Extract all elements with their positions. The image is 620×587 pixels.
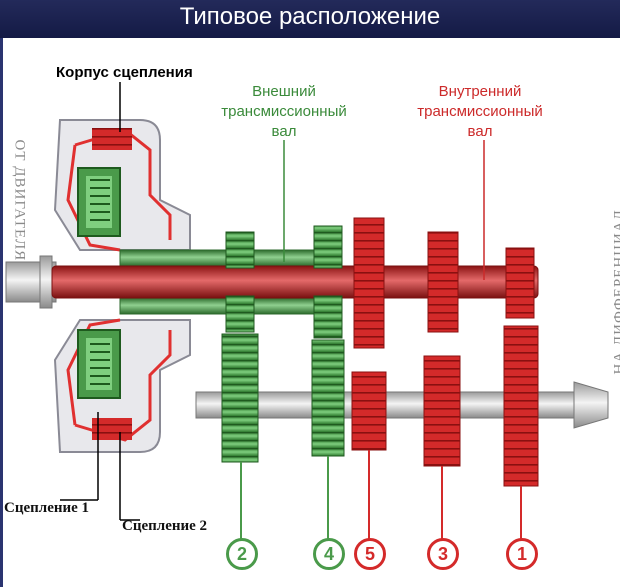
- gear-badge-1: 1: [506, 538, 538, 570]
- gear-badge-5: 5: [354, 538, 386, 570]
- header-bar: Типовое расположение: [0, 0, 620, 38]
- leader-lines: [60, 82, 522, 540]
- clutch-pack-upper: [77, 167, 121, 237]
- gear-upper-2b: [225, 295, 255, 333]
- gear-upper-1: [505, 247, 535, 319]
- page-title: Типовое расположение: [179, 3, 441, 30]
- label-inner-shaft-line2: трансмиссионный: [417, 103, 543, 120]
- gear-upper-3: [427, 231, 459, 333]
- gear-badge-2: 2: [226, 538, 258, 570]
- gear-upper-4b: [313, 295, 343, 339]
- gear-lower-2: [221, 333, 259, 463]
- label-inner-shaft-line1: Внутренний: [438, 83, 522, 100]
- label-clutch-2: Сцепление 2: [122, 518, 208, 534]
- gear-badge-3: 3: [427, 538, 459, 570]
- diagram-frame: [0, 38, 620, 587]
- label-outer-shaft-line1: Внешний: [252, 83, 316, 100]
- gear-upper-5: [353, 217, 385, 349]
- label-outer-shaft: Внешний трансмиссионный вал: [204, 82, 364, 142]
- label-from-engine: ОТ ДВИГАТЕЛЯ: [11, 139, 28, 262]
- gear-lower-5: [351, 371, 387, 451]
- label-inner-shaft: Внутренний трансмиссионный вал: [400, 82, 560, 142]
- engine-input-shaft: [5, 255, 57, 309]
- clutch-pack-lower: [77, 329, 121, 399]
- gear-lower-4: [311, 339, 345, 457]
- gear-upper-2: [225, 231, 255, 269]
- gear-badge-4: 4: [313, 538, 345, 570]
- inner-shaft: [51, 265, 539, 299]
- label-outer-shaft-line2: трансмиссионный: [221, 103, 347, 120]
- gear-lower-1: [503, 325, 539, 487]
- label-clutch-housing: Корпус сцепления: [56, 64, 193, 81]
- label-outer-shaft-line3: вал: [271, 123, 297, 140]
- label-to-differential: НА ДИФФЕРЕНЦИАЛ: [611, 209, 620, 375]
- label-inner-shaft-line3: вал: [467, 123, 493, 140]
- label-clutch-1: Сцепление 1: [4, 500, 90, 516]
- gear-lower-3: [423, 355, 461, 467]
- clutch-plates-red: [92, 128, 132, 440]
- gear-upper-4: [313, 225, 343, 269]
